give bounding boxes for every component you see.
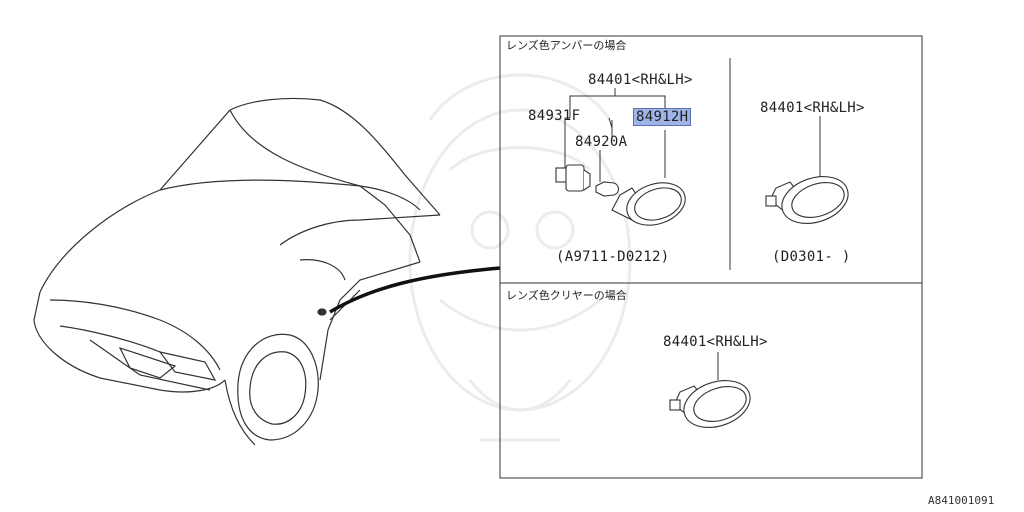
car-illustration xyxy=(33,97,441,446)
lamp-assembly-clear xyxy=(669,380,751,428)
figure-id: A841001091 xyxy=(928,494,995,507)
panel-title-clear: レンズ色クリヤーの場合 xyxy=(506,289,627,302)
panel-frame xyxy=(499,35,923,479)
bulb-part xyxy=(595,181,620,197)
lamp-assembly-amber-new xyxy=(765,176,849,224)
serial-range-old: (A9711-D0212) xyxy=(556,249,670,265)
leader-line xyxy=(329,266,501,314)
serial-range-new: (D0301- ) xyxy=(772,249,851,265)
part-label-bulb[interactable]: 84920A xyxy=(575,134,628,150)
watermark-emblem xyxy=(408,73,632,442)
callout-lines xyxy=(564,88,666,182)
part-label-assembly-old[interactable]: 84401<RH&LH> xyxy=(588,72,693,88)
part-label-lens-highlighted[interactable]: 84912H xyxy=(633,108,692,126)
lamp-assembly-amber-old xyxy=(611,182,686,226)
panel-title-amber: レンズ色アンバーの場合 xyxy=(506,39,627,52)
part-label-assembly-clear[interactable]: 84401<RH&LH> xyxy=(663,334,768,350)
part-label-socket[interactable]: 84931F xyxy=(528,108,581,124)
part-label-assembly-new[interactable]: 84401<RH&LH> xyxy=(760,100,865,116)
socket-part xyxy=(555,164,591,192)
